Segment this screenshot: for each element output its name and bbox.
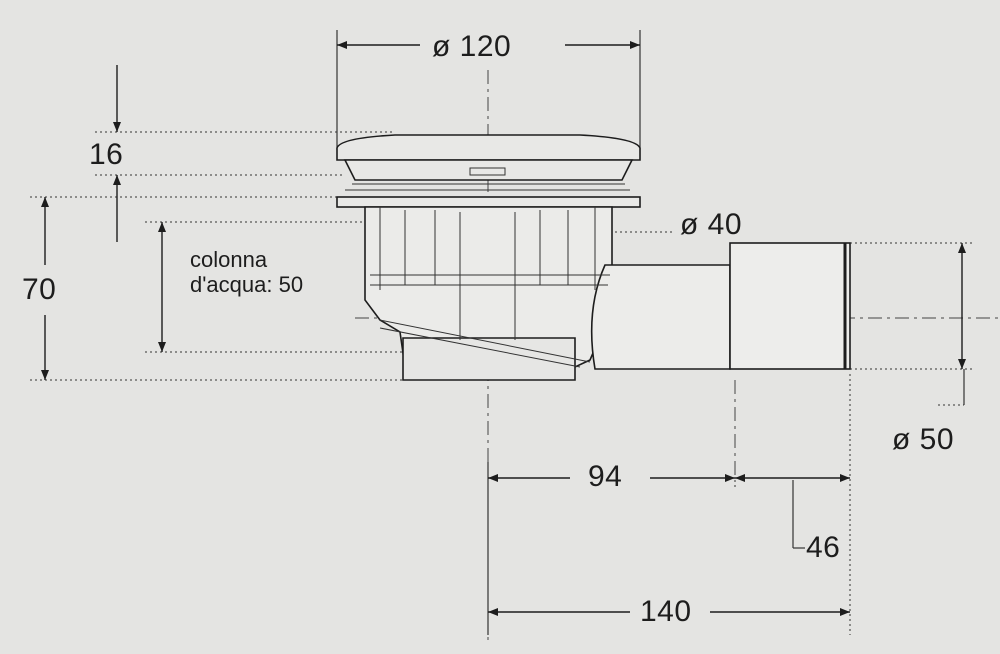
dim-total-height: 70 (22, 273, 57, 306)
dim-cap-height: 16 (89, 138, 124, 171)
dim-length-total: 140 (640, 595, 692, 628)
note-water-column-line1: colonna (190, 247, 268, 272)
dim-offset-46: 46 (806, 531, 841, 564)
extension-lines-solid (336, 30, 965, 635)
dimension-lines (41, 41, 966, 616)
drain-internal-lines (345, 167, 630, 368)
drain-body (336, 134, 851, 381)
dim-offset-94: 94 (588, 460, 623, 493)
dim-top-diameter: ø 120 (432, 30, 512, 63)
note-water-column-line2: d'acqua: 50 (190, 272, 304, 297)
dim-outlet-inner: ø 40 (680, 208, 743, 241)
dim-outlet-outer: ø 50 (892, 423, 955, 456)
